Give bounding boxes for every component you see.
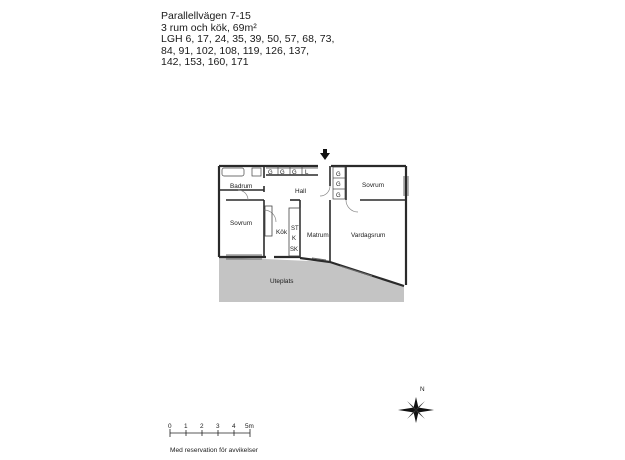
interior-walls [219,166,406,262]
entrance-arrow-stem [323,149,327,154]
address-title: Parallellvägen 7-15 [161,10,251,22]
entrance-arrow-icon [320,153,330,160]
scale-bar [169,429,251,437]
closets-top [266,166,318,175]
closet-label: L [305,170,309,176]
scale-label: 3 [216,423,220,430]
unit-list-line: 142, 153, 160, 171 [161,56,249,69]
compass-north-label: N [420,386,425,393]
compass-icon [398,397,434,423]
kitchen-counter-left [264,205,273,237]
patio-area [219,257,404,302]
window-marks [226,176,409,277]
closets-right [332,166,346,200]
closet-label: G [268,170,273,176]
room-label-badrum: Badrum [230,183,252,190]
room-label-hall: Hall [295,188,306,195]
room-label-sovrum-left: Sovrum [230,220,252,227]
disclaimer-text: Med reservation för avvikelser [170,447,258,454]
closet-label: G [280,170,285,176]
washbasin [251,167,262,177]
room-label-vardagsrum: Vardagsrum [351,232,385,239]
stove-label: ST [291,226,299,232]
apartment-summary: 3 rum och kök, 69m² [161,21,257,34]
plan-header: Parallellvägen 7-15 3 rum och kök, 69m² … [161,10,421,69]
bathtub [221,167,245,177]
scale-label: 2 [200,423,204,430]
closet-label: G [336,193,341,199]
outer-walls [217,164,408,288]
room-label-matrum: Matrum [307,232,329,239]
room-label-kok: Kök [276,229,288,236]
room-label-sovrum-right: Sovrum [362,182,384,189]
room-label-uteplats: Uteplats [270,278,293,285]
closet-label: G [292,170,297,176]
closet-label: G [336,172,341,178]
scale-label: 0 [168,423,172,430]
unit-list-line: 84, 91, 102, 108, 119, 126, 137, [161,44,310,57]
scale-label: 1 [184,423,188,430]
scale-label: 4 [232,423,236,430]
closet-label: G [336,182,341,188]
fridge-label: K [292,236,296,242]
freezer-label: SK [290,247,298,253]
kitchen-counter [288,207,301,257]
unit-list-line: LGH 6, 17, 24, 35, 39, 50, 57, 68, 73, [161,33,335,46]
scale-label: 5m [245,423,254,430]
